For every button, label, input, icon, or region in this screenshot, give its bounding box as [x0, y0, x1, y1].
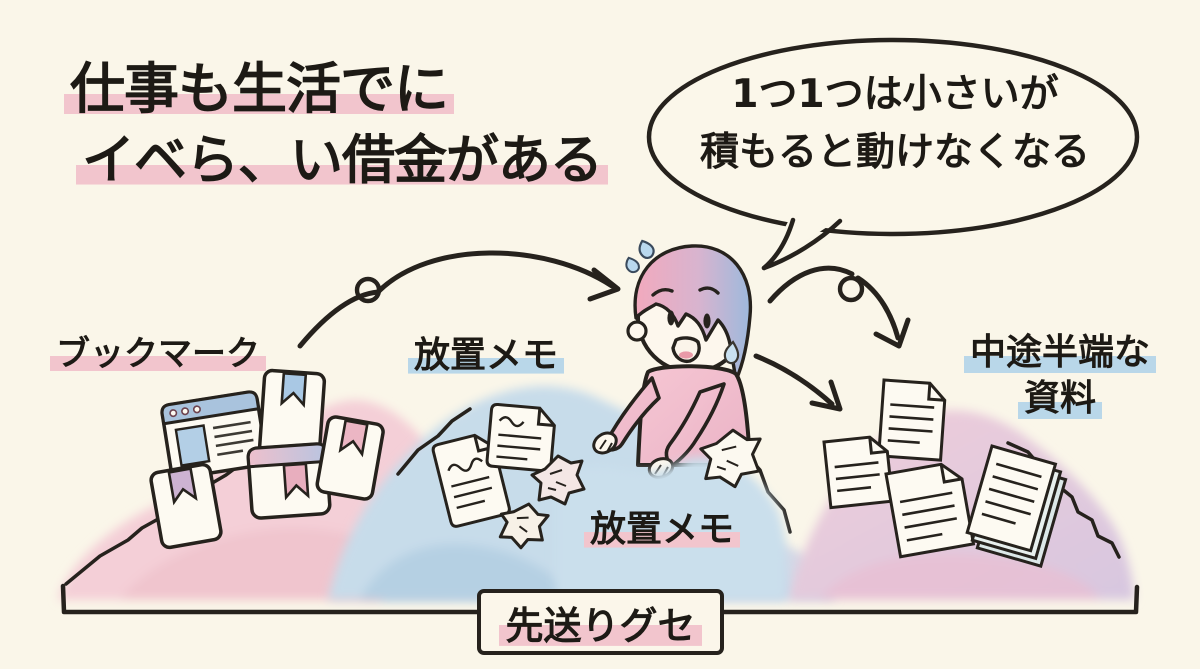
label-neglected-memo-top: 放置メモ — [408, 326, 565, 378]
crumpled-paper-icon — [530, 454, 586, 506]
crumpled-paper-icon — [498, 502, 550, 550]
page-title-line2: イベら、い借金がある — [76, 118, 608, 194]
browser-window-icon — [160, 390, 268, 480]
cheek-sweat-drop-icon — [723, 340, 740, 365]
label-half-finished-docs: 中途半端な 資料 — [940, 330, 1180, 422]
hair — [633, 244, 753, 382]
speech-bubble — [646, 37, 1140, 271]
tongue — [679, 351, 693, 359]
speech-bubble-text: 1つ1つは小さいが 積もると動けなくなる — [656, 66, 1134, 182]
curved-arrow-left-icon — [297, 250, 621, 349]
bookmark-card-icon — [149, 462, 223, 550]
document-icon — [877, 378, 947, 462]
procrastination-bracket — [60, 583, 1140, 615]
crumpled-paper-icon — [699, 428, 762, 489]
eye-left — [667, 310, 675, 326]
hand-left — [592, 431, 618, 455]
ear — [626, 320, 648, 342]
bookmark-card-icon — [315, 415, 385, 501]
eyebrow-left — [651, 287, 674, 297]
document-stack-icon — [965, 444, 1068, 568]
note-paper-icon — [485, 402, 556, 473]
bookmark-card-icon — [246, 442, 332, 520]
sweat-drop-icon — [625, 256, 640, 274]
middle-mound-outline — [396, 407, 472, 476]
curved-arrow-right-upper-icon — [767, 265, 911, 349]
document-icon — [822, 435, 895, 510]
procrastination-habit-label: 先送りグセ — [479, 591, 722, 653]
page-title-line1: 仕事も生活でに — [64, 44, 455, 124]
speech-bubble-line2: 積もると動けなくなる — [699, 130, 1090, 175]
sweat-drop-icon — [638, 239, 655, 259]
document-icon — [884, 462, 976, 559]
speech-bubble-line1: 1つ1つは小さいが — [731, 72, 1059, 117]
bookmark-card-icon — [257, 368, 327, 460]
eye-right — [703, 313, 711, 329]
curved-arrow-right-lower-icon — [753, 353, 843, 412]
label-neglected-memo-bottom: 放置メモ — [584, 500, 741, 552]
eyebrow-right — [698, 286, 720, 295]
label-bookmark: ブックマーク — [50, 326, 266, 375]
